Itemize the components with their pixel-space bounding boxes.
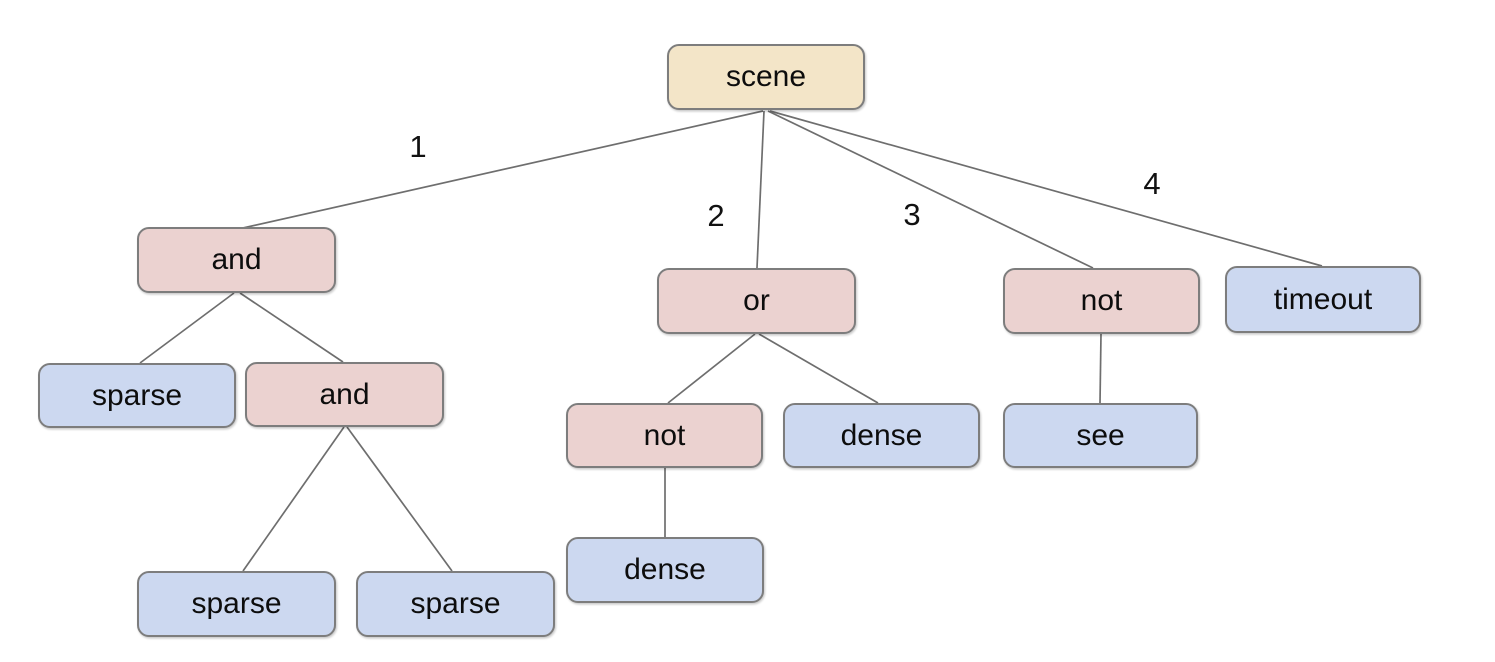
tree-node-or-1: or <box>657 268 856 334</box>
tree-node-dense-2: dense <box>566 537 764 603</box>
node-label-sparse-2: sparse <box>191 587 282 620</box>
edge-label-2: 2 <box>707 198 725 233</box>
tree-node-sparse-1: sparse <box>38 363 236 428</box>
node-label-scene: scene <box>725 60 807 93</box>
tree-node-and-2: and <box>245 362 444 427</box>
tree-node-not-2: not <box>566 403 763 468</box>
edge-label-1: 1 <box>409 129 427 164</box>
tree-node-dense-1: dense <box>783 403 980 468</box>
edge-scene-and <box>242 110 764 229</box>
node-label-or-1: or <box>743 284 770 317</box>
tree-node-not-1: not <box>1003 268 1200 334</box>
edge-and-and <box>239 292 344 363</box>
node-label-see-1: see <box>1076 418 1125 452</box>
node-label-sparse-1: sparse <box>91 378 183 412</box>
edge-scene-not <box>767 110 1094 269</box>
edge-and2-sparse-left <box>242 426 345 572</box>
node-label-and-1: and <box>211 243 262 276</box>
edge-and-sparse <box>139 292 235 364</box>
node-label-not-1: not <box>1080 284 1123 317</box>
tree-node-sparse-3: sparse <box>356 571 555 637</box>
tree-node-timeout-1: timeout <box>1225 266 1421 333</box>
node-label-timeout-1: timeout <box>1273 282 1373 316</box>
tree-node-scene: scene <box>667 44 865 110</box>
node-label-dense-2: dense <box>624 553 706 586</box>
edge-scene-or <box>756 110 765 269</box>
tree-node-sparse-2: sparse <box>137 571 336 637</box>
edge-scene-timeout <box>769 110 1323 267</box>
tree-node-see-1: see <box>1003 403 1198 468</box>
edge-and2-sparse-right <box>346 426 453 572</box>
edge-not-see <box>1099 333 1102 404</box>
edge-label-3: 3 <box>903 197 921 232</box>
edge-label-4: 4 <box>1143 166 1161 201</box>
node-label-dense-1: dense <box>840 418 923 452</box>
node-label-and-2: and <box>319 377 370 411</box>
edge-or-dense <box>758 333 879 404</box>
node-label-sparse-3: sparse <box>410 587 501 620</box>
tree-node-and-1: and <box>137 227 336 293</box>
node-label-not-2: not <box>643 418 686 452</box>
edge-or-not <box>667 333 756 404</box>
